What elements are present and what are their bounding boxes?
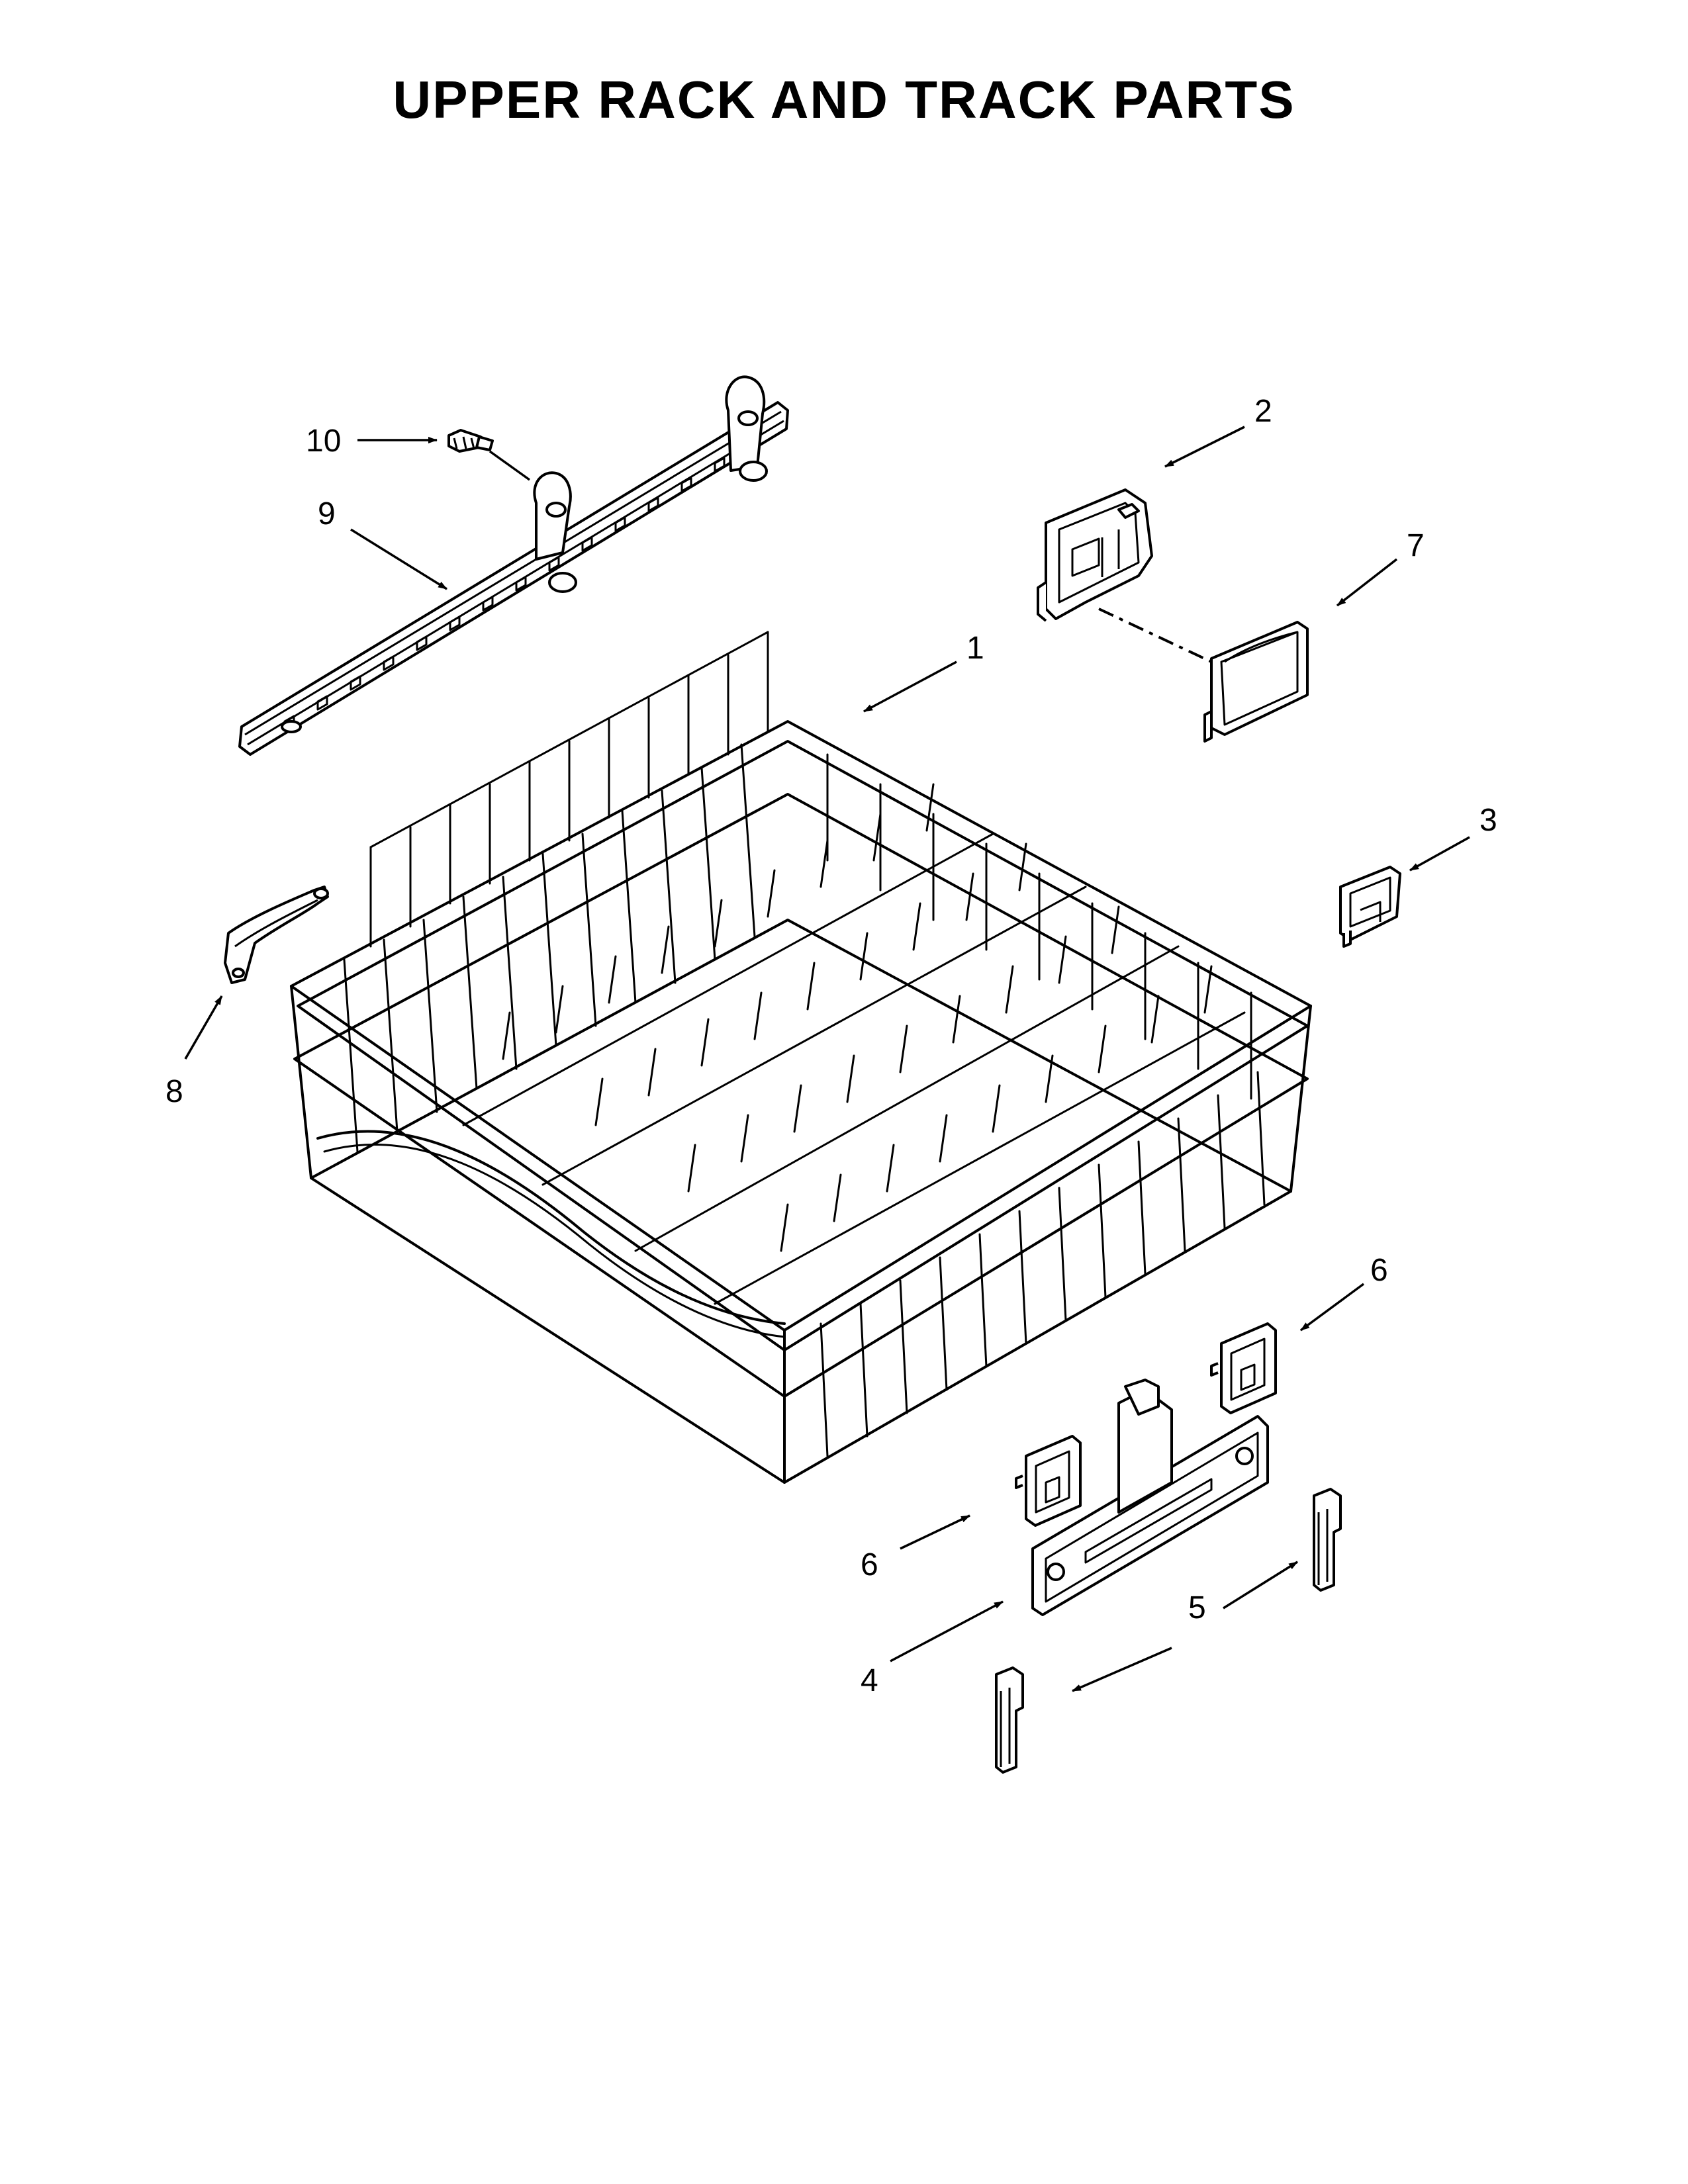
track-screw-icon [447, 429, 494, 453]
rack-adjuster-housing-icon [1037, 488, 1153, 622]
rack-track-rail-icon [238, 375, 789, 756]
callout-5: 5 [1188, 1590, 1206, 1625]
leader-lines [184, 426, 1470, 1692]
callout-6-lower: 6 [861, 1547, 878, 1582]
adjuster-arm-icon [1313, 1488, 1342, 1592]
callout-9: 9 [318, 496, 336, 531]
assembly-line [1098, 608, 1212, 663]
rack-adjuster-assembly-icon [1031, 1379, 1269, 1616]
adjuster-cover-icon [1203, 621, 1309, 743]
upper-dish-rack-icon [290, 631, 1312, 1484]
callout-2: 2 [1254, 394, 1272, 429]
rack-bumper-icon [224, 886, 329, 984]
callout-6-upper: 6 [1370, 1253, 1388, 1288]
callout-7: 7 [1407, 528, 1425, 563]
adjuster-clip-icon [1210, 1322, 1277, 1414]
callout-8: 8 [165, 1074, 183, 1109]
callout-1: 1 [966, 631, 984, 666]
adjuster-arm-icon [995, 1666, 1024, 1774]
adjuster-clip-icon [1015, 1435, 1082, 1527]
callout-10: 10 [306, 424, 341, 459]
callout-4: 4 [861, 1663, 878, 1698]
rack-stop-clip-icon [1339, 866, 1401, 948]
page-title: UPPER RACK AND TRACK PARTS [393, 70, 1295, 129]
callout-3: 3 [1479, 803, 1497, 838]
screw-assembly-dash [489, 450, 531, 481]
